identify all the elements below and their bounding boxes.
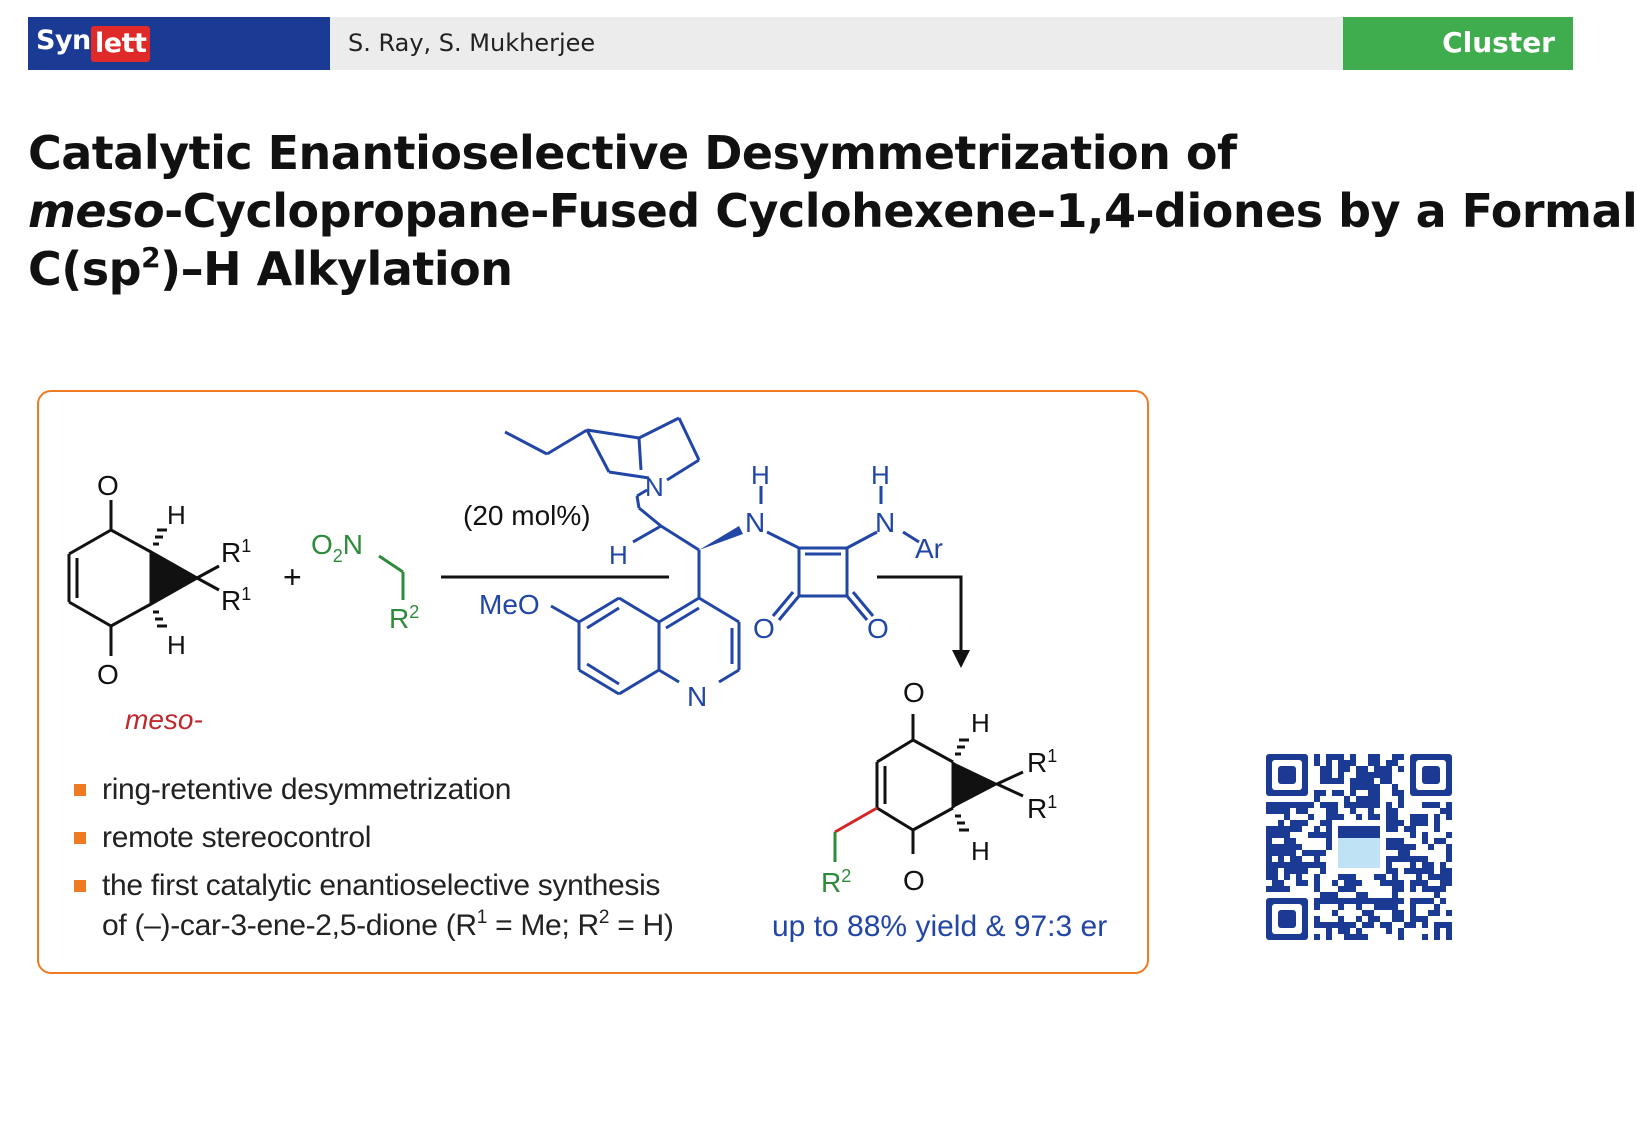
title-line-1: Catalytic Enantioselective Desymmetrizat… [28, 126, 1237, 180]
nitroalkane-chain [378, 554, 405, 600]
product-h-bottom: H [971, 836, 990, 866]
graphical-abstract: O O H H R1 R1 + O2N R2 [37, 390, 1149, 974]
journal-logo-lett: lett [91, 26, 151, 62]
catalyst-h-nh1: H [751, 460, 770, 490]
catalyst-n-quinoline: N [687, 681, 707, 712]
meso-h-top: H [167, 500, 186, 530]
catalyst-o-right: O [867, 613, 889, 644]
catalyst-h-nh2: H [871, 460, 890, 490]
qr-code[interactable] [1266, 754, 1452, 940]
title-line-3-pre: C(sp [28, 242, 142, 296]
meso-o-top: O [97, 470, 119, 501]
catalyst-h-stereo: H [609, 540, 628, 570]
product-r2: R2 [821, 866, 851, 898]
highlight-text-line2: of (–)-car-3-ene-2,5-dione (R1 = Me; R2 … [102, 907, 674, 942]
section-badge: Cluster [1343, 17, 1573, 70]
meso-substrate [67, 500, 201, 656]
product-structure [875, 714, 1024, 854]
title-line-3: C(sp2)–H Alkylation [28, 240, 1568, 298]
product-hashes [955, 738, 969, 832]
bullet-marker [74, 784, 86, 796]
highlight-text: ring-retentive desymmetrization [102, 773, 512, 806]
nitro-r2: R2 [389, 602, 419, 634]
product-r1-top: R1 [1027, 746, 1057, 778]
reaction-arrowhead [952, 650, 970, 668]
reaction-arrow-bend [877, 575, 963, 662]
product-h-top: H [971, 708, 990, 738]
highlight-item: the first catalytic enantioselective syn… [74, 866, 724, 946]
meso-r1-bottom: R1 [221, 584, 251, 616]
section-label: Cluster [1442, 26, 1555, 59]
journal-logo-syn: Syn [36, 25, 91, 56]
new-cc-bond [834, 806, 878, 834]
title-meso: meso [28, 184, 165, 238]
title-line-3-sup: 2 [141, 241, 161, 274]
highlight-text: remote stereocontrol [102, 821, 372, 854]
journal-logo: Syn lett [28, 17, 330, 70]
highlight-list: ring-retentive desymmetrization remote s… [74, 770, 724, 954]
journal-header: Syn lett S. Ray, S. Mukherjee Cluster [28, 17, 1573, 70]
authors: S. Ray, S. Mukherjee [348, 29, 596, 57]
title-line-3-post: )–H Alkylation [160, 242, 513, 296]
meso-label: meso- [125, 704, 203, 735]
catalyst-n-quinuclidine: N [645, 472, 664, 502]
meso-hash-top [153, 528, 167, 546]
catalyst-ar: Ar [915, 533, 943, 564]
catalyst-o-left: O [753, 613, 775, 644]
meso-hash-bottom [153, 610, 167, 628]
reaction-scheme: O O H H R1 R1 + O2N R2 [67, 416, 1057, 898]
yield-summary: up to 88% yield & 97:3 er [772, 910, 1108, 943]
meso-r1-top: R1 [221, 536, 251, 568]
catalyst-meo: MeO [479, 589, 540, 620]
bullet-marker [74, 832, 86, 844]
catalyst-wedge [699, 526, 743, 550]
product-r1-bottom: R1 [1027, 792, 1057, 824]
product-o-bottom: O [903, 865, 925, 896]
highlight-item: remote stereocontrol [74, 818, 724, 858]
catalyst-loading: (20 mol%) [463, 500, 591, 531]
article-title: Catalytic Enantioselective Desymmetrizat… [28, 124, 1637, 298]
highlight-text: the first catalytic enantioselective syn… [102, 869, 661, 902]
highlight-item: ring-retentive desymmetrization [74, 770, 724, 810]
product-wedge [953, 762, 999, 808]
catalyst-n-nh2: N [875, 507, 895, 538]
catalyst-n-nh1: N [745, 507, 765, 538]
plus-sign: + [283, 559, 302, 595]
catalyst-structure [504, 416, 920, 696]
title-line-2-rest: -Cyclopropane-Fused Cyclohexene-1,4-dion… [164, 184, 1637, 238]
title-line-2: meso-Cyclopropane-Fused Cyclohexene-1,4-… [28, 182, 1637, 240]
bullet-marker [74, 880, 86, 892]
nitro-group: O2N [311, 529, 363, 566]
meso-h-bottom: H [167, 630, 186, 660]
meso-o-bottom: O [97, 659, 119, 690]
product-o-top: O [903, 677, 925, 708]
